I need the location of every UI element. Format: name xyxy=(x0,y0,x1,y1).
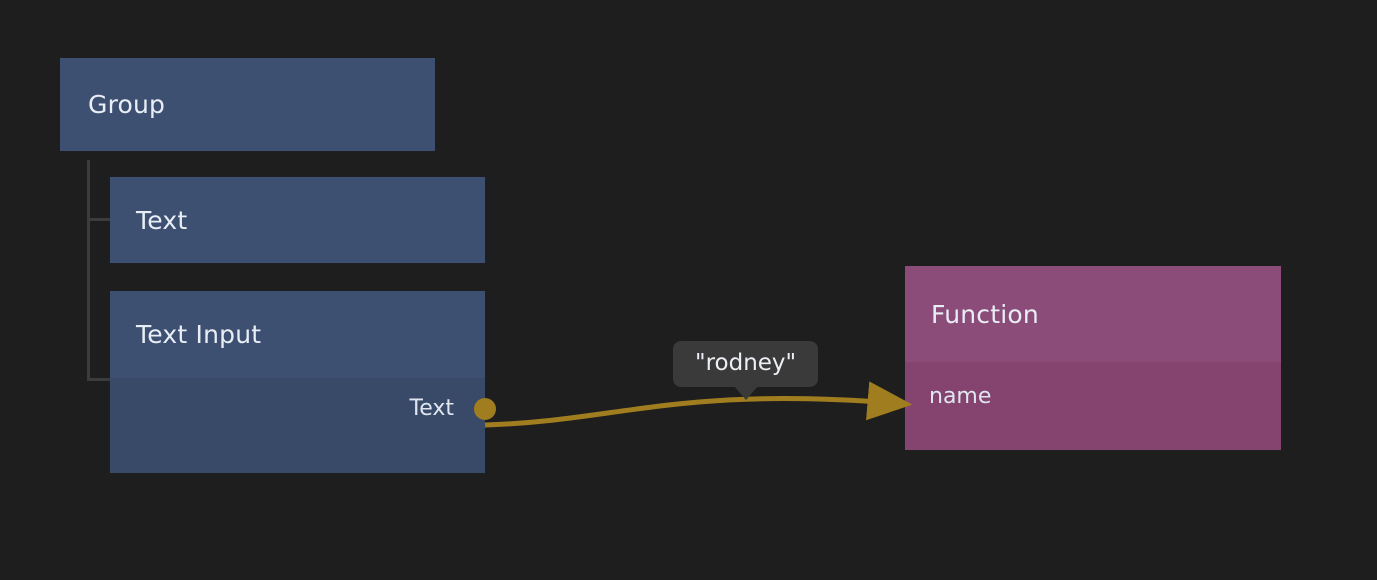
node-text-input-title: Text Input xyxy=(136,320,262,349)
input-socket-row-name[interactable]: name xyxy=(905,384,991,409)
node-function-header[interactable]: Function xyxy=(905,266,1281,362)
input-socket-label-name: name xyxy=(929,384,992,409)
node-text-input[interactable]: Text Input Text xyxy=(110,291,496,473)
hierarchy-vline xyxy=(87,160,90,381)
node-group-header[interactable]: Group xyxy=(60,58,435,151)
hierarchy-branch-text-input xyxy=(87,378,110,381)
output-socket-row-text[interactable]: Text xyxy=(409,396,496,421)
tooltip-tail-icon xyxy=(733,386,758,400)
node-function-title: Function xyxy=(931,299,1039,329)
node-text-input-header[interactable]: Text Input xyxy=(110,291,485,378)
node-group-title: Group xyxy=(88,90,166,119)
hierarchy-branch-text xyxy=(87,218,110,221)
node-text-header[interactable]: Text xyxy=(110,177,485,263)
node-text[interactable]: Text xyxy=(110,177,485,263)
connection-value-text: "rodney" xyxy=(695,350,797,376)
connection-value-tooltip: "rodney" xyxy=(673,341,819,400)
node-text-title: Text xyxy=(136,205,188,235)
node-text-input-body: Text xyxy=(110,378,496,473)
output-socket-dot-text[interactable] xyxy=(474,397,496,420)
node-function-body: name xyxy=(905,362,1281,450)
output-socket-label-text: Text xyxy=(409,396,455,421)
node-function[interactable]: Function name xyxy=(905,266,1281,450)
node-group[interactable]: Group xyxy=(60,58,435,151)
connection-wire[interactable] xyxy=(484,381,913,428)
